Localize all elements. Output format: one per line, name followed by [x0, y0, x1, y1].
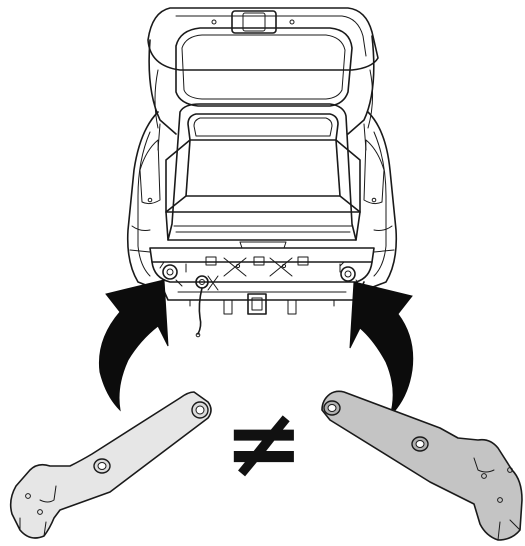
vehicle-body — [126, 111, 398, 293]
rear-panel — [149, 247, 375, 338]
not-equal-sign: ≠ — [224, 387, 304, 499]
left-bracket — [9, 391, 212, 539]
right-arrow — [349, 281, 414, 417]
open-tailgate — [147, 7, 379, 151]
cargo-area — [165, 103, 361, 249]
left-arrow — [98, 279, 169, 412]
right-bracket — [321, 390, 523, 541]
